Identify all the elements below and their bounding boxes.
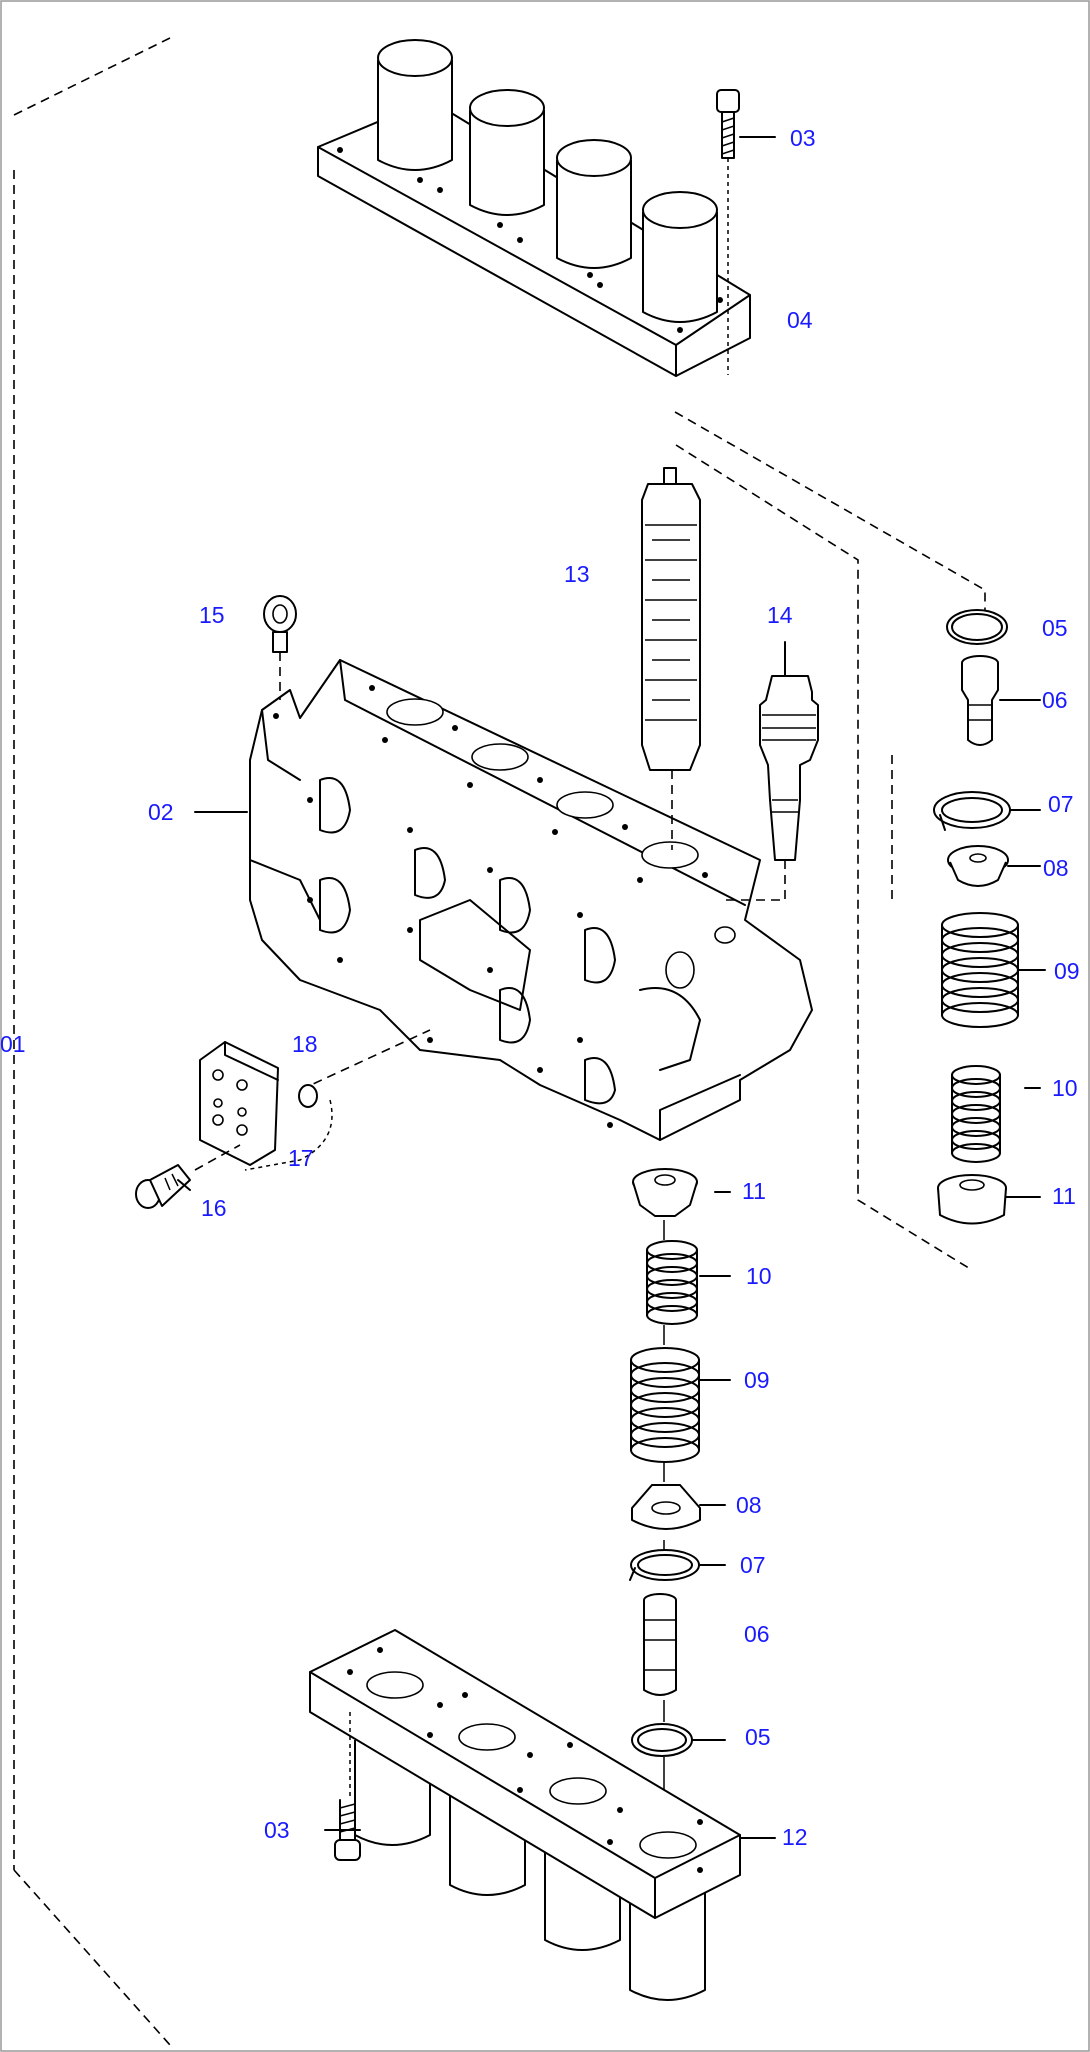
callout-05-center[interactable]: 05	[745, 1724, 771, 1750]
outer-spring-right[interactable]	[941, 912, 1019, 1028]
callout-06-right[interactable]: 06	[1042, 687, 1068, 713]
callout-06-center[interactable]: 06	[744, 1621, 770, 1647]
callout-14[interactable]: 14	[767, 602, 793, 628]
callout-11-center[interactable]: 11	[742, 1178, 766, 1204]
assembly-boundary	[13, 37, 171, 2046]
o-ring-right[interactable]	[946, 609, 1008, 645]
snap-ring-right[interactable]	[933, 791, 1011, 831]
callout-16[interactable]: 16	[201, 1195, 227, 1221]
pin-right[interactable]	[961, 655, 999, 746]
spring-seat-center[interactable]	[631, 1484, 701, 1530]
callout-11-right[interactable]: 11	[1052, 1183, 1076, 1209]
callout-13[interactable]: 13	[564, 561, 590, 587]
cap-screw-top[interactable]	[716, 89, 740, 375]
solenoid-plate-top[interactable]	[317, 39, 751, 377]
outer-spring-center[interactable]	[630, 1347, 700, 1463]
o-ring-center[interactable]	[631, 1723, 693, 1757]
callout-02[interactable]: 02	[148, 799, 174, 825]
leader-lines	[177, 136, 1046, 1839]
callout-18[interactable]: 18	[292, 1031, 318, 1057]
spool-valve[interactable]	[641, 467, 701, 850]
cap-screw-bottom[interactable]	[334, 1712, 361, 1861]
callout-07-center[interactable]: 07	[740, 1552, 766, 1578]
callout-09-center[interactable]: 09	[744, 1367, 770, 1393]
callout-12[interactable]: 12	[782, 1824, 808, 1850]
callout-03-bottom[interactable]: 03	[264, 1817, 290, 1843]
callout-07-right[interactable]: 07	[1048, 791, 1074, 817]
callout-03-top[interactable]: 03	[790, 125, 816, 151]
callout-10-center[interactable]: 10	[746, 1263, 772, 1289]
solenoid-plate-bottom[interactable]	[309, 1629, 741, 2001]
valve-body[interactable]	[249, 659, 813, 1141]
cap-screw-small[interactable]	[135, 1144, 241, 1209]
eye-bolt[interactable]	[263, 595, 297, 700]
callout-08-right[interactable]: 08	[1043, 855, 1069, 881]
right-stack-boundary	[674, 411, 986, 1271]
pin-center[interactable]	[643, 1593, 677, 1696]
callout-15[interactable]: 15	[199, 602, 225, 628]
o-ring-small[interactable]	[244, 1084, 333, 1171]
cap-center[interactable]	[632, 1168, 698, 1217]
inner-spring-center[interactable]	[646, 1240, 698, 1325]
cap-right[interactable]	[937, 1174, 1007, 1225]
inner-spring-right[interactable]	[951, 1065, 1001, 1163]
snap-ring-center[interactable]	[629, 1549, 700, 1581]
callout-08-center[interactable]: 08	[736, 1492, 762, 1518]
callout-05-right[interactable]: 05	[1042, 615, 1068, 641]
callout-04[interactable]: 04	[787, 307, 813, 333]
callout-17[interactable]: 17	[288, 1145, 314, 1171]
callout-09-right[interactable]: 09	[1054, 958, 1080, 984]
callout-01[interactable]: 01	[0, 1031, 26, 1057]
callout-10-right[interactable]: 10	[1052, 1075, 1078, 1101]
relief-valve[interactable]	[720, 641, 819, 901]
spring-seat-right[interactable]	[947, 845, 1009, 887]
cover-plate[interactable]	[199, 1029, 431, 1166]
